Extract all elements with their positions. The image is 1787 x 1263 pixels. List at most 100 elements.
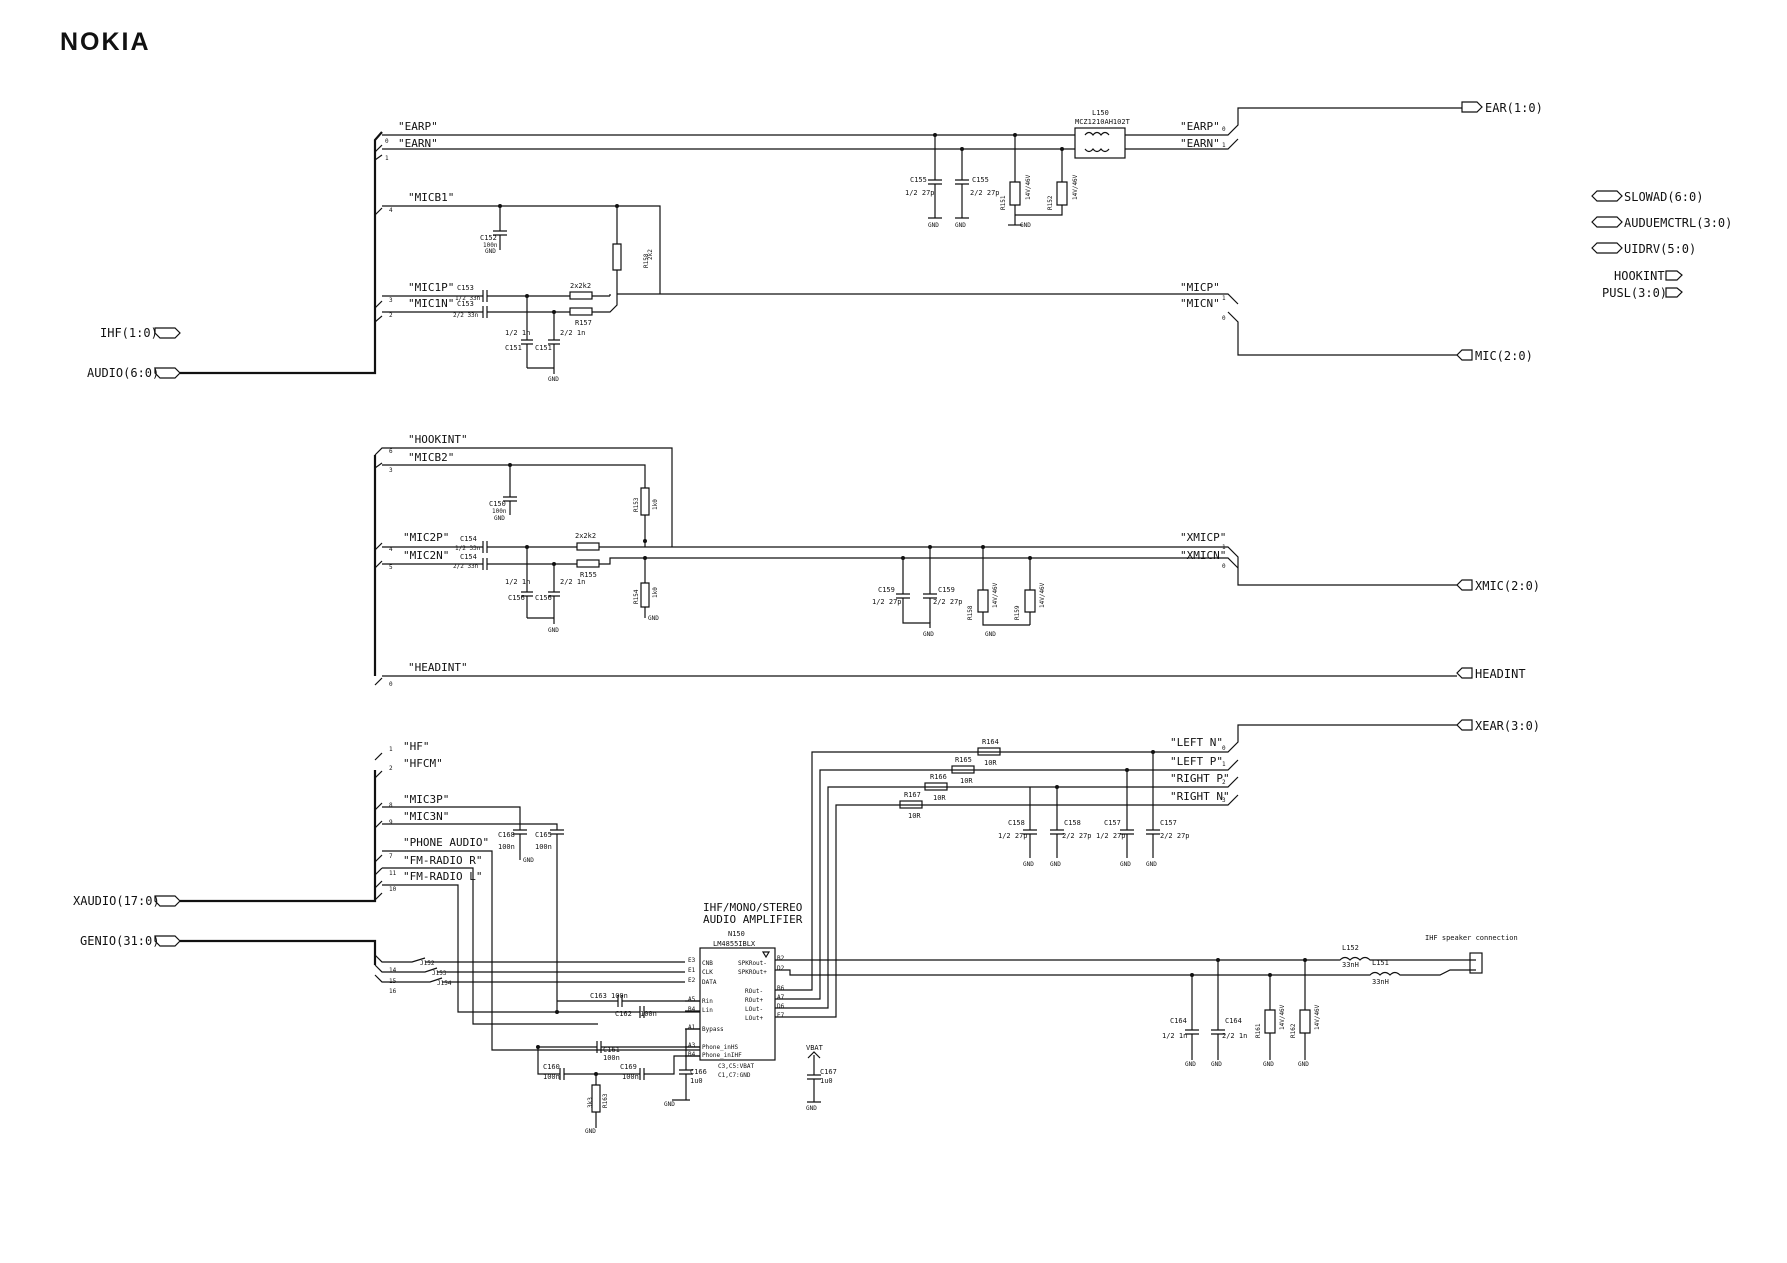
port-slowad[interactable]: SLOWAD(6:0) bbox=[1591, 190, 1703, 204]
svg-text:D2: D2 bbox=[777, 965, 785, 972]
svg-text:C152: C152 bbox=[480, 234, 497, 242]
svg-text:"HOOKINT": "HOOKINT" bbox=[408, 433, 468, 446]
svg-text:C151: C151 bbox=[535, 344, 552, 352]
svg-text:ROut-: ROut- bbox=[745, 988, 763, 995]
svg-text:"HF": "HF" bbox=[403, 740, 430, 753]
svg-text:C159: C159 bbox=[878, 586, 895, 594]
svg-text:33nH: 33nH bbox=[1342, 961, 1359, 969]
svg-text:"MIC1N": "MIC1N" bbox=[408, 297, 454, 310]
port-mic[interactable]: MIC(2:0) bbox=[1456, 349, 1533, 363]
svg-text:1: 1 bbox=[1222, 544, 1226, 551]
port-uidrv[interactable]: UIDRV(5:0) bbox=[1591, 242, 1696, 256]
svg-text:VBAT: VBAT bbox=[806, 1044, 824, 1052]
port-hookint[interactable]: HOOKINT bbox=[1614, 269, 1683, 283]
svg-text:C168: C168 bbox=[498, 831, 515, 839]
svg-text:1/2 33n: 1/2 33n bbox=[455, 295, 481, 302]
svg-text:R166: R166 bbox=[930, 773, 947, 781]
svg-text:1/2 27p: 1/2 27p bbox=[872, 598, 902, 606]
svg-text:"XMICP": "XMICP" bbox=[1180, 531, 1226, 544]
net-earp: "EARP" bbox=[398, 120, 438, 133]
svg-text:A3: A3 bbox=[688, 1042, 696, 1049]
port-ihf[interactable]: IHF(1:0) bbox=[100, 326, 181, 340]
svg-text:"MIC2P": "MIC2P" bbox=[403, 531, 449, 544]
svg-text:E3: E3 bbox=[688, 957, 696, 964]
svg-text:GND: GND bbox=[494, 515, 505, 522]
port-ear[interactable]: EAR(1:0) bbox=[1461, 101, 1543, 115]
svg-text:IHF/MONO/STEREO: IHF/MONO/STEREO bbox=[703, 901, 802, 914]
svg-text:GND: GND bbox=[985, 631, 996, 638]
svg-text:R161: R161 bbox=[1255, 1023, 1262, 1038]
svg-text:L151: L151 bbox=[1372, 959, 1389, 967]
svg-text:GND: GND bbox=[548, 376, 559, 383]
svg-text:C164: C164 bbox=[1225, 1017, 1242, 1025]
svg-text:1: 1 bbox=[1222, 142, 1226, 149]
svg-text:2/2 33n: 2/2 33n bbox=[453, 563, 479, 570]
svg-text:C167: C167 bbox=[820, 1068, 837, 1076]
svg-text:C3,C5:VBAT: C3,C5:VBAT bbox=[718, 1063, 755, 1070]
svg-text:R158: R158 bbox=[643, 253, 650, 268]
port-xmic-label: XMIC(2:0) bbox=[1475, 579, 1540, 593]
svg-text:100n: 100n bbox=[492, 508, 507, 515]
port-audemctrl-label: AUDUEMCTRL(3:0) bbox=[1624, 216, 1732, 230]
svg-text:GND: GND bbox=[485, 248, 496, 255]
port-audio[interactable]: AUDIO(6:0) bbox=[87, 366, 181, 380]
svg-text:0: 0 bbox=[389, 681, 393, 688]
svg-text:3: 3 bbox=[389, 467, 393, 474]
svg-text:"MICP": "MICP" bbox=[1180, 281, 1220, 294]
svg-text:Phone_inIHF: Phone_inIHF bbox=[702, 1052, 742, 1059]
port-genio[interactable]: GENIO(31:0) bbox=[80, 934, 181, 948]
svg-text:1: 1 bbox=[1222, 761, 1226, 768]
svg-text:R162: R162 bbox=[1290, 1023, 1297, 1038]
svg-text:1u0: 1u0 bbox=[690, 1077, 703, 1085]
svg-text:C165: C165 bbox=[535, 831, 552, 839]
svg-text:2/2 1n: 2/2 1n bbox=[560, 329, 585, 337]
svg-text:C158: C158 bbox=[1064, 819, 1081, 827]
port-xaudio[interactable]: XAUDIO(17:0) bbox=[73, 894, 181, 908]
svg-text:C1,C7:GND: C1,C7:GND bbox=[718, 1072, 751, 1079]
svg-text:1k0: 1k0 bbox=[652, 587, 659, 598]
svg-text:"MIC3N": "MIC3N" bbox=[403, 810, 449, 823]
port-mic-label: MIC(2:0) bbox=[1475, 349, 1533, 363]
svg-text:SPKROut+: SPKROut+ bbox=[738, 969, 767, 976]
svg-text:7: 7 bbox=[389, 853, 393, 860]
svg-text:1/2 1n: 1/2 1n bbox=[505, 329, 530, 337]
port-pusl[interactable]: PUSL(3:0) bbox=[1602, 286, 1683, 300]
svg-text:100n: 100n bbox=[611, 992, 628, 1000]
port-uidrv-label: UIDRV(5:0) bbox=[1624, 242, 1696, 256]
port-audemctrl[interactable]: AUDUEMCTRL(3:0) bbox=[1591, 216, 1732, 230]
svg-text:B4: B4 bbox=[688, 1006, 696, 1013]
svg-text:GND: GND bbox=[1185, 1061, 1196, 1068]
port-xear[interactable]: XEAR(3:0) bbox=[1456, 719, 1540, 733]
l150-choke: L150 MCZ1210AH102T bbox=[1074, 109, 1131, 159]
port-genio-label: GENIO(31:0) bbox=[80, 934, 159, 948]
svg-text:R163: R163 bbox=[602, 1093, 609, 1108]
svg-text:C169: C169 bbox=[620, 1063, 637, 1071]
svg-text:GND: GND bbox=[1298, 1061, 1309, 1068]
port-headint[interactable]: HEADINT bbox=[1456, 667, 1526, 681]
svg-text:1/2 33n: 1/2 33n bbox=[455, 545, 481, 552]
svg-text:Rin: Rin bbox=[702, 998, 713, 1005]
svg-text:3: 3 bbox=[389, 297, 393, 304]
svg-text:N150: N150 bbox=[728, 930, 745, 938]
svg-text:LOut+: LOut+ bbox=[745, 1015, 763, 1022]
svg-text:R153: R153 bbox=[633, 497, 640, 512]
svg-text:100n: 100n bbox=[603, 1054, 620, 1062]
svg-text:C156: C156 bbox=[535, 594, 552, 602]
svg-text:Lin: Lin bbox=[702, 1007, 713, 1014]
svg-text:14V/46V: 14V/46V bbox=[1279, 1004, 1286, 1030]
svg-text:1/2 27p: 1/2 27p bbox=[998, 832, 1028, 840]
svg-text:10R: 10R bbox=[908, 812, 921, 820]
port-pusl-label: PUSL(3:0) bbox=[1602, 286, 1667, 300]
svg-text:4: 4 bbox=[389, 207, 393, 214]
svg-text:2/2 27p: 2/2 27p bbox=[970, 189, 1000, 197]
svg-text:1/2 27p: 1/2 27p bbox=[1096, 832, 1126, 840]
port-xmic[interactable]: XMIC(2:0) bbox=[1456, 579, 1540, 593]
svg-text:10R: 10R bbox=[933, 794, 946, 802]
svg-text:C164: C164 bbox=[1170, 1017, 1187, 1025]
svg-text:100n: 100n bbox=[498, 843, 515, 851]
svg-text:GND: GND bbox=[1263, 1061, 1274, 1068]
svg-text:GND: GND bbox=[1120, 861, 1131, 868]
port-xear-label: XEAR(3:0) bbox=[1475, 719, 1540, 733]
svg-text:1k0: 1k0 bbox=[652, 499, 659, 510]
